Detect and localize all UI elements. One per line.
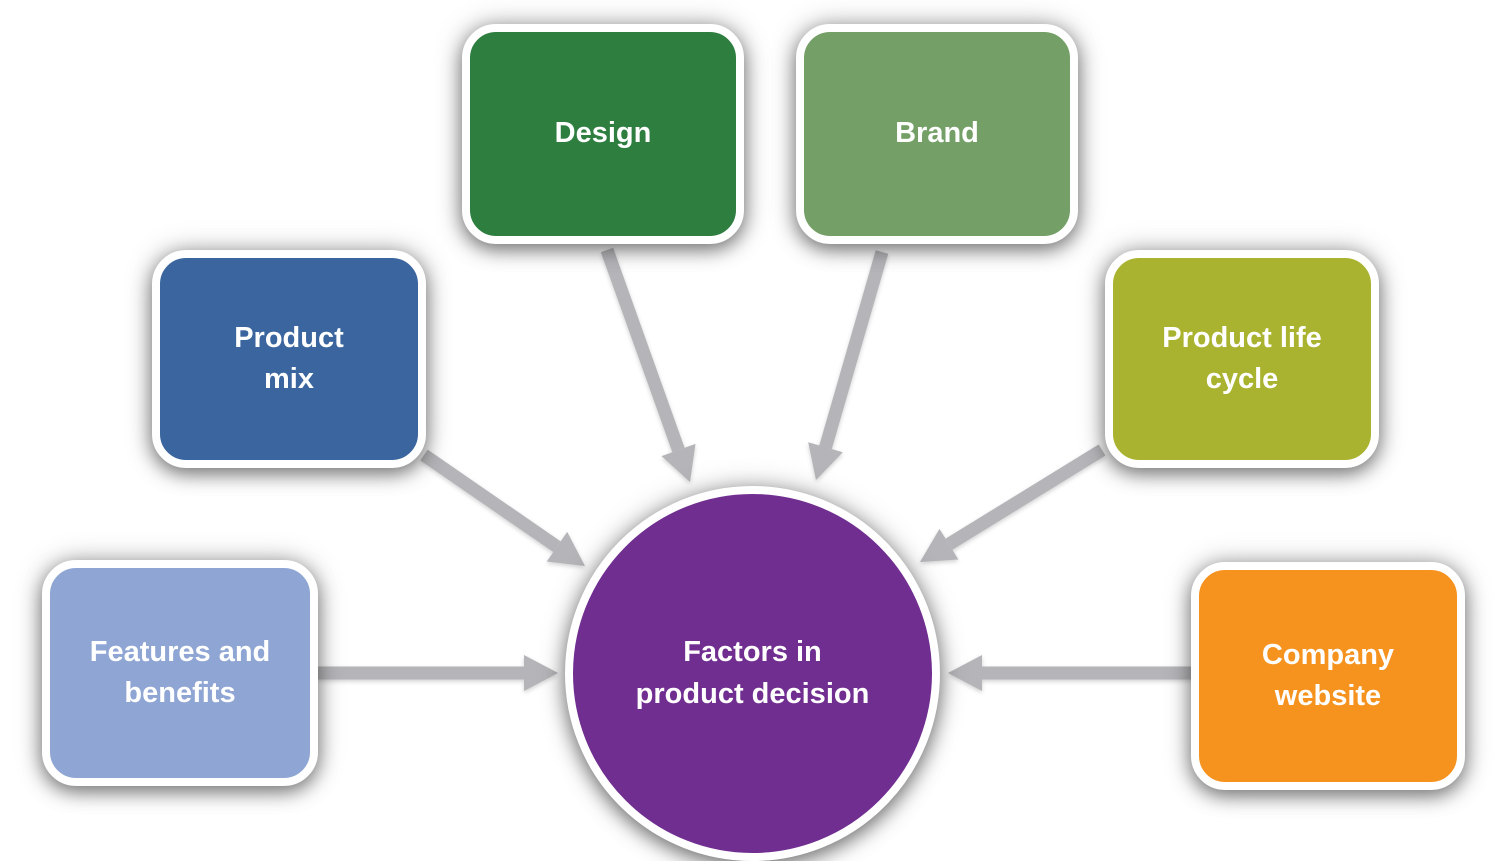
arrow-product-mix-to-center-head xyxy=(546,531,585,566)
arrow-product-life-cycle-to-center-head xyxy=(920,528,959,562)
arrow-brand-to-center-shaft xyxy=(819,250,889,450)
node-brand-label: Brand xyxy=(895,117,979,150)
node-product-mix-label: Product mix xyxy=(234,321,344,395)
arrow-product-mix-to-center-shaft xyxy=(420,449,561,553)
node-brand: Brand xyxy=(796,24,1078,244)
arrow-company-website-to-center-head xyxy=(948,655,982,691)
arrow-features-to-center-head xyxy=(524,655,558,691)
arrow-product-life-cycle-to-center-shaft xyxy=(945,444,1106,550)
arrow-design-to-center-head xyxy=(661,443,696,482)
node-center-factors-in-product-decision: Factors in product decision xyxy=(565,486,940,861)
node-product-mix: Product mix xyxy=(152,250,426,468)
arrow-design-to-center-shaft xyxy=(600,247,685,453)
node-company-website-label: Company website xyxy=(1261,638,1395,712)
node-design: Design xyxy=(462,24,744,244)
arrow-brand-to-center-head xyxy=(808,442,843,480)
node-features-and-benefits: Features and benefits xyxy=(42,560,318,786)
node-product-life-cycle-label: Product life cycle xyxy=(1162,321,1322,395)
node-design-label: Design xyxy=(554,117,652,150)
node-features-and-benefits-label: Features and benefits xyxy=(89,635,271,709)
node-company-website: Company website xyxy=(1191,562,1465,790)
node-product-life-cycle: Product life cycle xyxy=(1105,250,1379,468)
node-center-label: Factors in product decision xyxy=(635,636,870,710)
